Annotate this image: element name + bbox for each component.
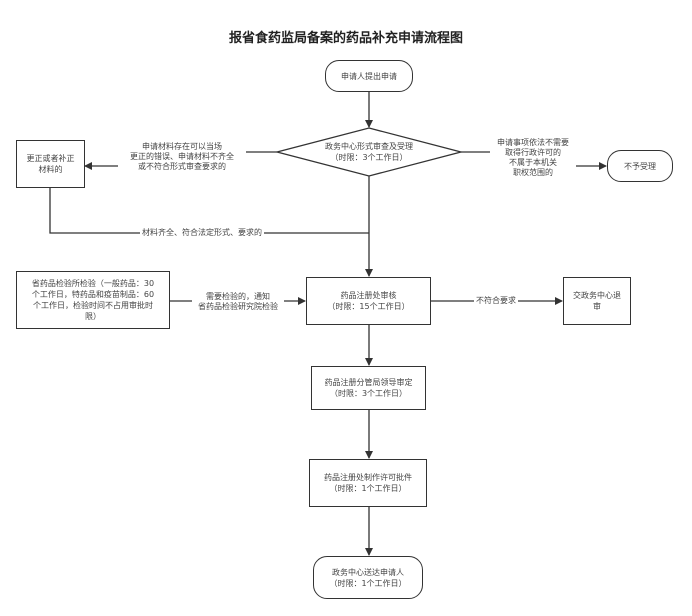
- start-node-text: 申请人提出申请: [341, 71, 397, 81]
- edge-correct-to-main: [49, 188, 369, 234]
- edge-label-not-compliant: 不符合要求: [474, 296, 518, 306]
- review-node-text: 政务中心形式审查及受理 （时限：3个工作日）: [325, 142, 413, 162]
- edge-label-to-correct: 申请材料存在可以当场 更正的错误、申请材料不齐全 或不符合形式审查要求的: [118, 142, 246, 172]
- edge-label-to-inspection: 需要检验的，通知 省药品检验研究院检验: [192, 292, 284, 312]
- deliver-node: 政务中心送达申请人 （时限：1个工作日）: [313, 556, 423, 599]
- edge-label-materials-complete: 材料齐全、符合法定形式、要求的: [140, 228, 264, 238]
- correct-node-text: 更正或者补正 材料的: [26, 154, 75, 174]
- inspection-node: 省药品检验所检验（一般药品：30 个工作日，特药品和疫苗制品：60 个工作日，检…: [16, 271, 170, 329]
- diagram-title: 报省食药监局备案的药品补充申请流程图: [228, 31, 463, 46]
- leader-approval-node: 药品注册分管局领导审定 （时限：3个工作日）: [311, 366, 426, 410]
- reject-node: 不予受理: [607, 150, 673, 182]
- deliver-node-text: 政务中心送达申请人 （时限：1个工作日）: [329, 567, 407, 588]
- leader-approval-node-text: 药品注册分管局领导审定 （时限：3个工作日）: [324, 378, 413, 398]
- start-node: 申请人提出申请: [325, 60, 413, 92]
- registration-review-node: 药品注册处审核 （时限：15个工作日）: [306, 277, 431, 325]
- permit-node-text: 药品注册处制作许可批件 （时限：1个工作日）: [324, 473, 412, 493]
- review-node: 政务中心形式审查及受理 （时限：3个工作日）: [300, 138, 438, 166]
- registration-review-node-text: 药品注册处审核 （时限：15个工作日）: [327, 291, 410, 311]
- edge-label-to-reject: 申请事项依法不需要 取得行政许可的 不属于本机关 职权范围的: [490, 138, 576, 178]
- reject-node-text: 不予受理: [624, 161, 656, 171]
- return-node-text: 交政务中心退 审: [573, 291, 621, 311]
- inspection-node-text: 省药品检验所检验（一般药品：30 个工作日，特药品和疫苗制品：60 个工作日，检…: [31, 279, 155, 321]
- correct-node: 更正或者补正 材料的: [16, 140, 85, 188]
- return-node: 交政务中心退 审: [563, 277, 631, 325]
- permit-node: 药品注册处制作许可批件 （时限：1个工作日）: [309, 459, 427, 507]
